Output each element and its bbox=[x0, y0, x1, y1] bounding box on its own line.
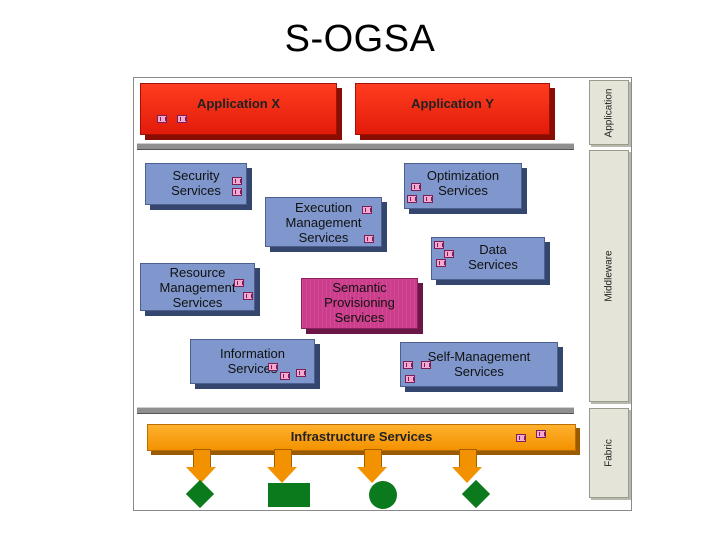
circle-resource-shape bbox=[369, 481, 397, 509]
down-arrow bbox=[267, 449, 297, 487]
interface-icon bbox=[403, 361, 413, 369]
interface-icon bbox=[177, 115, 187, 123]
interface-icon bbox=[436, 259, 446, 267]
interface-icon bbox=[280, 372, 290, 380]
interface-icon bbox=[405, 375, 415, 383]
layer-label-middleware: Middleware bbox=[603, 250, 615, 302]
interface-icon bbox=[411, 183, 421, 191]
infrastructure-services-label: Infrastructure Services bbox=[290, 429, 433, 444]
layer-tab-fabric: Fabric bbox=[589, 408, 629, 498]
application-x-box: Application X bbox=[140, 83, 337, 135]
interface-icon bbox=[421, 361, 431, 369]
down-arrow bbox=[357, 449, 387, 487]
application-y-box: Application Y bbox=[355, 83, 550, 135]
interface-icon bbox=[296, 369, 306, 377]
security-services-line-2: Services bbox=[171, 183, 221, 198]
interface-icon bbox=[234, 279, 244, 287]
application-x-label: Application X bbox=[196, 96, 281, 111]
execution-services-line-3: Services bbox=[298, 230, 349, 245]
interface-icon bbox=[268, 363, 278, 371]
interface-icon bbox=[362, 206, 372, 214]
interface-icon bbox=[232, 177, 242, 185]
information-services-line-1: Information bbox=[219, 346, 286, 361]
resource-services-line-1: Resource bbox=[169, 265, 226, 280]
optimization-services-line-2: Services bbox=[438, 183, 488, 198]
infrastructure-services-bar: Infrastructure Services bbox=[147, 424, 576, 451]
optimization-services-line-1: Optimization bbox=[426, 168, 500, 183]
information-services-line-2: Services bbox=[227, 361, 278, 376]
layer-label-fabric: Fabric bbox=[603, 439, 615, 467]
slide-title: S-OGSA bbox=[284, 18, 436, 60]
middleware-fabric-separator bbox=[137, 407, 574, 414]
resource-services-line-2: Management bbox=[159, 280, 236, 295]
interface-icon bbox=[243, 292, 253, 300]
application-middleware-separator bbox=[137, 143, 574, 150]
interface-icon bbox=[407, 195, 417, 203]
interface-icon bbox=[516, 434, 526, 442]
interface-icon bbox=[364, 235, 374, 243]
semantic-services-line-1: Semantic bbox=[332, 280, 387, 295]
execution-services-line-1: Execution bbox=[294, 200, 353, 215]
interface-icon bbox=[157, 115, 167, 123]
interface-icon bbox=[232, 188, 242, 196]
data-services-line-1: Data bbox=[479, 242, 507, 257]
layer-tab-middleware: Middleware bbox=[589, 150, 629, 402]
semantic-services-line-3: Services bbox=[334, 310, 385, 325]
execution-services-line-2: Management bbox=[285, 215, 362, 230]
self-management-line-2: Services bbox=[454, 364, 504, 379]
down-arrow bbox=[452, 449, 482, 487]
interface-icon bbox=[423, 195, 433, 203]
security-services-line-1: Security bbox=[172, 168, 220, 183]
interface-icon bbox=[434, 241, 444, 249]
application-y-label: Application Y bbox=[411, 96, 494, 111]
resource-services-line-3: Services bbox=[172, 295, 223, 310]
self-management-line-1: Self-Management bbox=[427, 349, 531, 364]
semantic-services-line-2: Provisioning bbox=[324, 295, 395, 310]
interface-icon bbox=[444, 250, 454, 258]
layer-tab-application: Application bbox=[589, 80, 629, 145]
data-services-line-2: Services bbox=[468, 257, 518, 272]
interface-icon bbox=[536, 430, 546, 438]
down-arrow bbox=[186, 449, 216, 487]
rectangle-resource-shape bbox=[268, 483, 310, 507]
layer-label-application: Application bbox=[603, 88, 615, 137]
